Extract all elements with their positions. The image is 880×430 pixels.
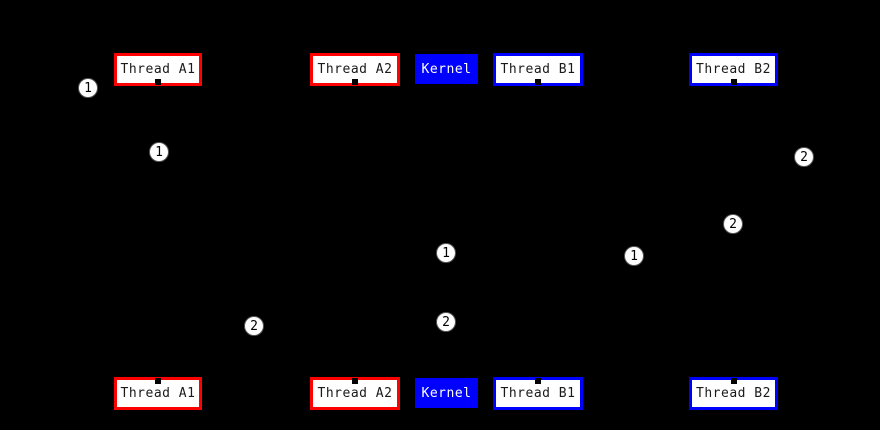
lifeline-notch <box>535 378 541 384</box>
participant-label: Thread A1 <box>120 386 196 401</box>
sequence-number-label: 1 <box>630 248 638 264</box>
participant-label: Thread B2 <box>696 62 771 77</box>
sequence-number-marker-2: 2 <box>244 316 264 336</box>
sequence-number-marker-1: 1 <box>78 78 98 98</box>
sequence-number-label: 1 <box>84 80 92 96</box>
lifeline-notch <box>352 79 358 85</box>
sequence-number-label: 1 <box>155 144 163 160</box>
participant-box-top-thread-a1: Thread A1 <box>114 53 202 86</box>
participant-label: Thread B1 <box>500 62 576 77</box>
lifeline-notch <box>352 378 358 384</box>
participant-box-bottom-thread-a2: Thread A2 <box>310 377 400 410</box>
participant-box-top-thread-a2: Thread A2 <box>310 53 400 86</box>
lifeline-notch <box>155 378 161 384</box>
participant-box-bottom-thread-a1: Thread A1 <box>114 377 202 410</box>
participant-label: Thread A2 <box>317 62 393 77</box>
sequence-number-marker-1: 1 <box>436 243 456 263</box>
participant-label: Thread A1 <box>120 62 196 77</box>
participant-box-top-kernel: Kernel <box>415 54 478 84</box>
lifeline-notch <box>730 79 737 85</box>
sequence-number-marker-1: 1 <box>149 142 169 162</box>
sequence-number-label: 1 <box>442 245 450 261</box>
lifeline-notch <box>155 79 161 85</box>
participant-box-bottom-kernel: Kernel <box>415 378 478 408</box>
sequence-number-label: 2 <box>250 318 258 334</box>
sequence-number-marker-2: 2 <box>794 147 814 167</box>
sequence-number-marker-1: 1 <box>624 246 644 266</box>
participant-box-top-thread-b1: Thread B1 <box>493 53 583 86</box>
participant-label: Kernel <box>421 61 472 77</box>
participant-label: Thread B2 <box>696 386 771 401</box>
participant-box-bottom-thread-b1: Thread B1 <box>493 377 583 410</box>
lifeline-notch <box>730 378 737 384</box>
participant-label: Thread B1 <box>500 386 576 401</box>
sequence-number-marker-2: 2 <box>436 312 456 332</box>
sequence-number-label: 2 <box>800 149 808 165</box>
participant-box-top-thread-b2: Thread B2 <box>689 53 778 86</box>
sequence-number-label: 2 <box>729 216 737 232</box>
participant-box-bottom-thread-b2: Thread B2 <box>689 377 778 410</box>
sequence-number-marker-2: 2 <box>723 214 743 234</box>
lifeline-notch <box>535 79 541 85</box>
participant-label: Kernel <box>421 385 472 401</box>
participant-label: Thread A2 <box>317 386 393 401</box>
sequence-number-label: 2 <box>442 314 450 330</box>
